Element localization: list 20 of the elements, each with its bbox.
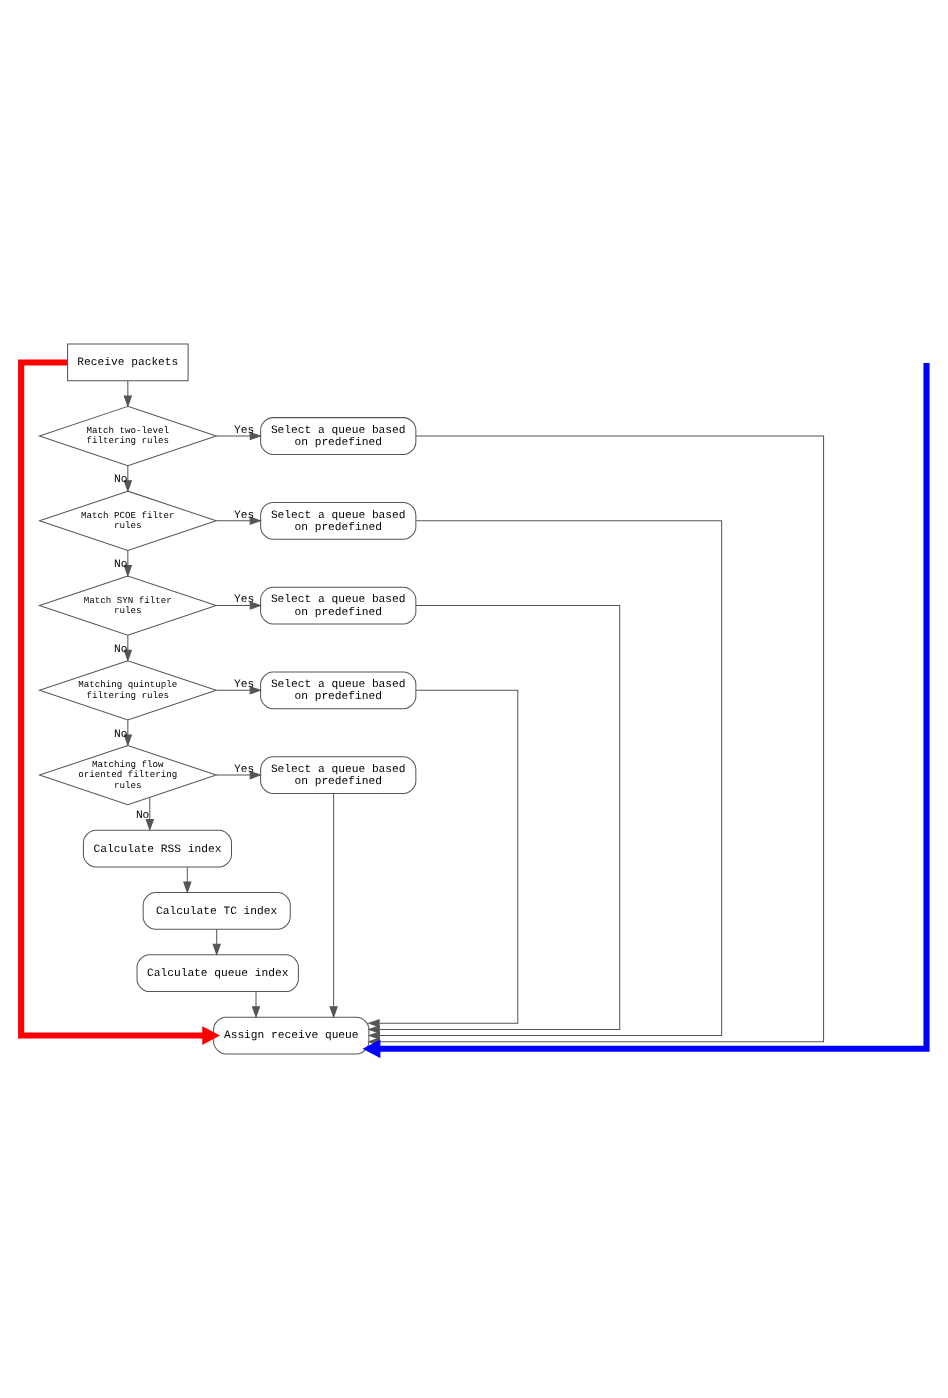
arrow [123,549,133,578]
arrow [215,431,262,441]
arrow [367,689,519,1028]
arrow [215,770,262,780]
arrow [145,797,155,832]
arrow [215,686,262,695]
arrow [18,359,221,1045]
arrow [367,520,723,1040]
arrow [367,605,621,1034]
arrow [212,929,221,957]
arrow [251,991,261,1019]
arrow [329,793,338,1019]
arrow [183,866,192,894]
arrow [123,634,133,663]
arrow [123,465,133,493]
arrow [123,380,133,408]
arrow [123,719,133,747]
arrow [215,601,262,610]
arrow [362,362,930,1058]
arrow [215,516,262,526]
